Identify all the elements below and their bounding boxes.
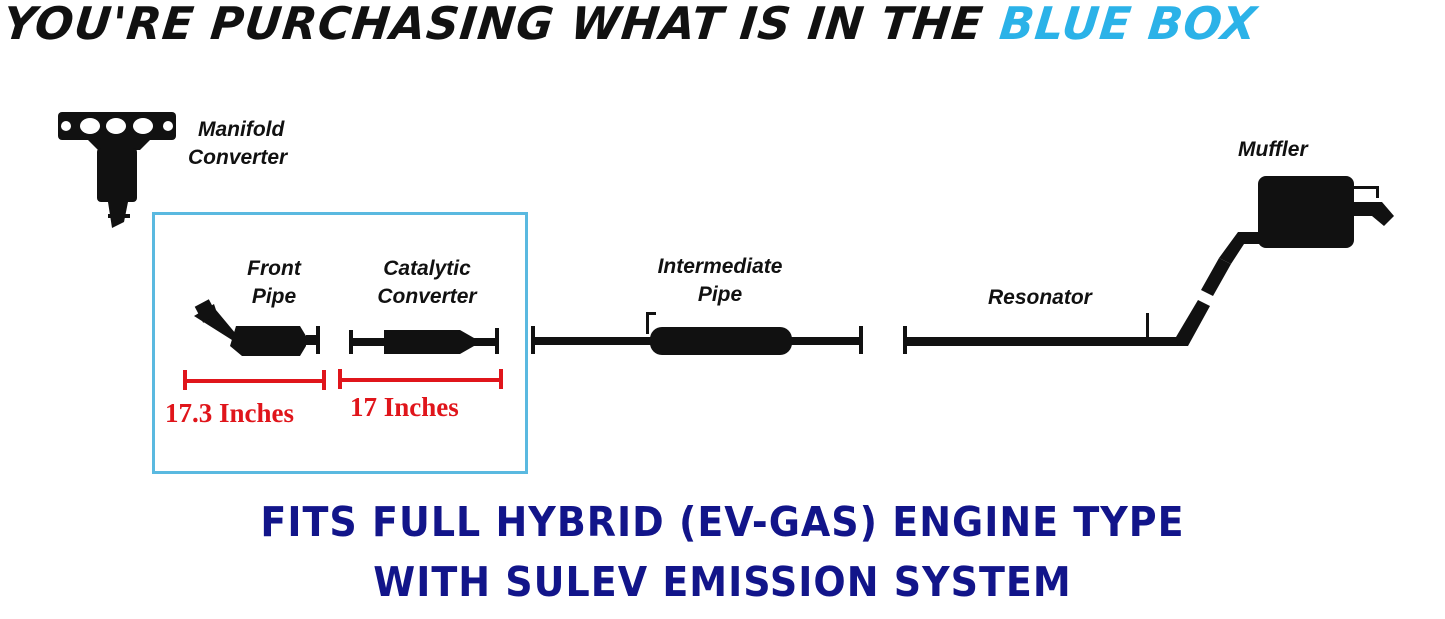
- front-pipe-dimension-line: [183, 370, 326, 390]
- intermediate-pipe-part: [531, 312, 863, 355]
- front-pipe-label-line2: Pipe: [251, 285, 297, 308]
- muffler-part: [1219, 176, 1394, 264]
- catalytic-length-label: 17 Inches: [350, 392, 459, 422]
- catalytic-converter-label: Catalytic Converter: [352, 255, 502, 311]
- intermediate-label-line2: Pipe: [697, 283, 743, 306]
- front-pipe-part: [194, 299, 320, 356]
- intermediate-label-line1: Intermediate: [657, 255, 783, 278]
- intermediate-pipe-label: Intermediate Pipe: [622, 253, 818, 309]
- manifold-label-line1: Manifold: [198, 118, 285, 141]
- resonator-label: Resonator: [988, 286, 1092, 309]
- catalytic-dimension-line: [338, 369, 503, 389]
- resonator-pipe-part: [903, 258, 1231, 354]
- catalytic-label-line2: Converter: [377, 285, 477, 308]
- front-pipe-label-line1: Front: [247, 257, 301, 280]
- front-pipe-length-label: 17.3 Inches: [165, 398, 295, 428]
- fitment-line-1: FITS FULL HYBRID (EV-GAS) ENGINE TYPE: [260, 498, 1185, 546]
- catalytic-converter-part: [349, 328, 499, 354]
- fitment-line-2: WITH SULEV EMISSION SYSTEM: [373, 558, 1072, 606]
- manifold-converter-part: [58, 112, 176, 228]
- catalytic-label-line1: Catalytic: [383, 257, 471, 280]
- manifold-converter-label: Manifold Converter: [188, 116, 287, 172]
- front-pipe-label: Front Pipe: [228, 255, 320, 311]
- manifold-label-line2: Converter: [188, 146, 288, 169]
- blue-box-highlight: [152, 212, 528, 474]
- muffler-label: Muffler: [1238, 138, 1308, 161]
